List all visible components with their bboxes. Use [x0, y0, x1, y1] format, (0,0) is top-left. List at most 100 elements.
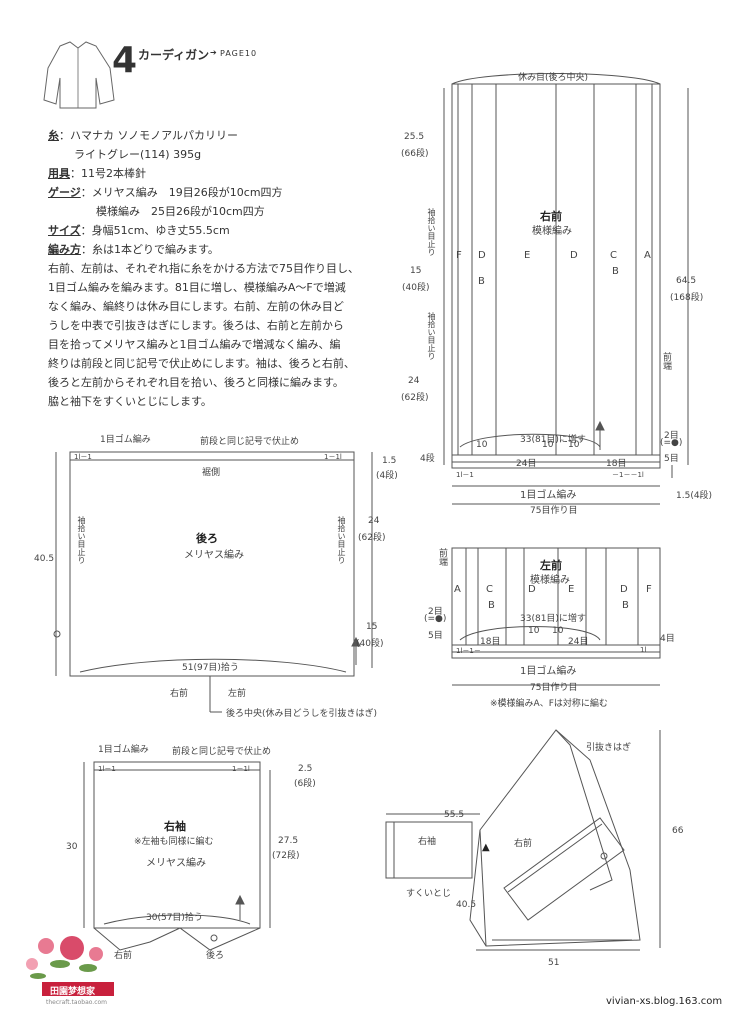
rf-letter-b1: B — [478, 276, 485, 287]
rf-letter-e: E — [524, 250, 531, 261]
rf-m-25-5: 25.5 — [404, 132, 425, 142]
asm-sukui: すくいとじ — [406, 889, 452, 899]
rf-pickup-1: 袖拾い目止り — [427, 208, 436, 256]
method-line-6: 終りは前段と同じ記号で伏止めにします。袖は、後ろと右前、 — [48, 357, 355, 370]
rf-m-24: 24 — [408, 376, 420, 386]
gauge-value: ：メリヤス編み 19目26段が10cm四方 — [80, 186, 283, 199]
size-value: ：身幅51cm、ゆき丈55.5cm — [80, 224, 230, 237]
tools-row: 用具：11号2本棒針 — [48, 164, 146, 183]
method-line-7: 後ろと左前からそれぞれ目を拾い、後ろと同様に編みます。 — [48, 376, 344, 389]
sleeve-note: ※左袖も同様に編む — [134, 837, 214, 847]
rf-m-10a: 10 — [476, 440, 488, 450]
rf-m-15: 15 — [410, 266, 422, 276]
back-pickup-bottom: 51(97目)拾う — [182, 663, 239, 673]
back-m-4dan: (4段) — [376, 471, 398, 481]
sleeve-front: 右前 — [114, 951, 133, 961]
back-rib-symbol-2: 1－1l — [324, 453, 342, 461]
asm-m-40-5: 40.5 — [456, 900, 477, 910]
back-rib-symbol: 1l－1 — [74, 453, 92, 461]
back-m-1-5: 1.5 — [382, 456, 397, 466]
method-line-1: 右前、左前は、それぞれ指に糸をかける方法で75目作り目し、 — [48, 262, 359, 275]
rf-m-24me: 24目 — [516, 459, 537, 469]
method-line-5: 目を拾ってメリヤス編みと1目ゴム編みで増減なく編み、編 — [48, 338, 341, 351]
page-ref-arrow-icon: ➔ — [210, 48, 217, 57]
asm-sleeve: 右袖 — [418, 837, 437, 847]
lf-m-5dan: 5目 — [428, 631, 443, 641]
method-row: 編み方：糸は1本どりで編みます。 — [48, 240, 219, 259]
flower-stamp-logo — [12, 924, 122, 1014]
lf-m-2sym: (=●) — [424, 614, 447, 624]
rf-m-2me: 2目 — [664, 431, 679, 441]
back-pickup-right: 袖拾い目止り — [337, 516, 346, 564]
rf-m-66dan: (66段) — [401, 149, 429, 159]
tools-label: 用具 — [48, 167, 70, 180]
lf-m-4dan: 4目 — [660, 634, 675, 644]
asm-m-51: 51 — [548, 958, 560, 968]
rf-m-40dan: (40段) — [402, 283, 430, 293]
back-m-15: 15 — [366, 622, 378, 632]
lf-m-10b: 10 — [552, 626, 564, 636]
rf-title: 右前 — [540, 210, 562, 223]
lf-letter-b1: B — [488, 600, 495, 611]
rf-m-18me: 18目 — [606, 459, 627, 469]
rf-m-10b: 10 — [542, 440, 554, 450]
rf-m-64-5: 64.5 — [676, 276, 697, 286]
back-m-40dan: (40段) — [356, 639, 384, 649]
rf-letter-f: F — [456, 250, 462, 261]
rf-m-2sym: (=●) — [660, 438, 683, 448]
back-pickup-left: 袖拾い目止り — [77, 516, 86, 564]
lf-letter-d2: D — [620, 584, 628, 595]
lf-m-18me: 18目 — [480, 637, 501, 647]
rf-rest-label: 休み目(後ろ中央) — [518, 73, 589, 83]
rf-rib: 1目ゴム編み — [520, 490, 577, 501]
rf-pattern: 模様編み — [532, 226, 572, 237]
lf-note: ※模様編みA、Fは対称に編む — [490, 699, 608, 709]
rf-letter-d2: D — [570, 250, 578, 261]
back-rib: 1目ゴム編み — [100, 435, 151, 445]
rf-increase: 33(81目)に増す — [520, 435, 586, 445]
rf-pickup-2: 袖拾い目止り — [427, 312, 436, 360]
back-right-front: 右前 — [170, 689, 189, 699]
rf-m-5dan: 5目 — [664, 454, 679, 464]
back-title: 後ろ — [196, 532, 218, 545]
sleeve-m-6dan: (6段) — [294, 779, 316, 789]
size-label: サイズ — [48, 224, 81, 237]
lf-letter-c: C — [486, 584, 493, 595]
rf-letter-c: C — [610, 250, 617, 261]
method-line-3: なく編み、編終りは休み目にします。右前、左前の休み目ど — [48, 300, 344, 313]
lf-letter-e: E — [568, 584, 575, 595]
lf-rib-symbol-2: 1l — [640, 646, 647, 654]
rf-m-1-5: 1.5(4段) — [676, 491, 713, 501]
pattern-number: 4 — [112, 40, 138, 81]
back-center-note: 後ろ中央(休み目どうしを引抜きはぎ) — [226, 709, 378, 719]
cardigan-thumbnail — [40, 38, 118, 110]
back-stitch: メリヤス編み — [184, 550, 244, 561]
rf-front-edge: 前端 — [661, 352, 671, 370]
triangle-marker-icon: ▲ — [482, 842, 490, 853]
sleeve-rib: 1目ゴム編み — [98, 745, 149, 755]
stamp-text: 田園梦想家 — [50, 987, 96, 997]
lf-front-edge: 前端 — [437, 548, 447, 566]
lf-letter-a: A — [454, 584, 461, 595]
lf-m-24me: 24目 — [568, 637, 589, 647]
page-ref: PAGE10 — [220, 49, 258, 58]
lf-increase: 33(81目)に増す — [520, 614, 586, 624]
method-line-2: 1目ゴム編みを編みます。81目に増し、模様編みA～Fで増減 — [48, 281, 346, 294]
sleeve-back: 後ろ — [206, 951, 225, 961]
sleeve-m-27-5: 27.5 — [278, 836, 299, 846]
asm-hikinuki: 引抜きはぎ — [586, 743, 632, 753]
lf-pattern: 模様編み — [530, 575, 570, 586]
lf-cast: 75目作り目 — [530, 683, 578, 693]
back-bindoff: 前段と同じ記号で伏止め — [200, 437, 300, 447]
method-value: ：糸は1本どりで編みます。 — [81, 243, 219, 256]
rf-letter-a: A — [644, 250, 651, 261]
tools-value: ：11号2本棒針 — [70, 167, 146, 180]
rf-m-4dan: 4段 — [420, 454, 435, 464]
lf-title: 左前 — [540, 559, 562, 572]
sleeve-m-72dan: (72段) — [272, 851, 300, 861]
rf-m-168dan: (168段) — [670, 293, 704, 303]
rf-rib-symbol: 1l－1 — [456, 471, 474, 479]
gauge-row: ゲージ：メリヤス編み 19目26段が10cm四方 — [48, 183, 283, 202]
back-collar: 裾側 — [202, 468, 221, 478]
